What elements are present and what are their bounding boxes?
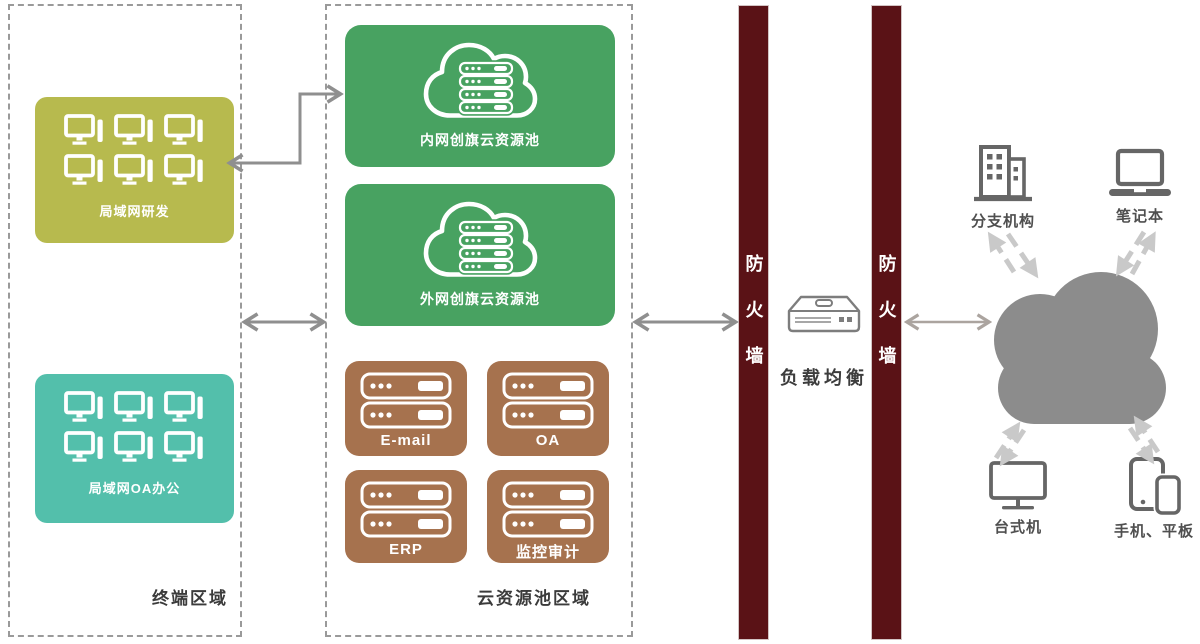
internet-cloud-icon [994, 272, 1166, 424]
lan-oa-office-group: 局域网OA办公 [35, 374, 234, 523]
workstation-icons [63, 391, 205, 464]
workstation-icons [63, 114, 205, 187]
lan-oa-office-label: 局域网OA办公 [88, 481, 181, 496]
lan-research-group: 局域网研发 [35, 97, 234, 243]
firewall-right-label: 防火墙 [876, 253, 897, 392]
server-rack-icon [360, 372, 452, 429]
branch-office-device: 分支机构 [955, 141, 1051, 231]
terminal-zone: 局域网研发 局域网OA办公 终端区域 [8, 4, 242, 637]
branch-office-label: 分支机构 [970, 213, 1035, 230]
building-icon [974, 145, 1032, 202]
firewall-right-bar: 防火墙 [871, 5, 902, 640]
server-rack-icon [360, 481, 452, 538]
external-cloud-pool-label: 外网创旗云资源池 [420, 291, 540, 307]
erp-server-box: ERP [345, 470, 467, 563]
laptop-icon [1109, 148, 1171, 196]
laptop-label: 笔记本 [1115, 208, 1164, 225]
server-rack-icon [502, 372, 594, 429]
oa-server-box: OA [487, 361, 609, 456]
firewall-left-label: 防火墙 [743, 253, 764, 392]
email-server-box: E-mail [345, 361, 467, 456]
lan-research-label: 局域网研发 [99, 204, 170, 219]
phone-tablet-icon [1129, 457, 1183, 515]
internal-cloud-pool-label: 内网创旗云资源池 [420, 132, 540, 148]
cloud-pool-zone-label: 云资源池区域 [477, 589, 591, 608]
erp-server-label: ERP [389, 541, 423, 558]
server-rack-icon [502, 481, 594, 538]
mobile-label: 手机、平板 [1113, 523, 1194, 540]
mobile-devices: 手机、平板 [1106, 457, 1200, 541]
desktop-label: 台式机 [993, 519, 1042, 536]
firewall-left-bar: 防火墙 [738, 5, 769, 640]
connector-research-to-internal-pool [232, 94, 338, 163]
terminal-zone-label: 终端区域 [152, 589, 228, 608]
email-server-label: E-mail [380, 432, 432, 449]
audit-server-box: 监控审计 [487, 470, 609, 563]
audit-server-label: 监控审计 [515, 544, 580, 561]
internal-cloud-pool: 内网创旗云资源池 [345, 25, 615, 167]
laptop-device: 笔记本 [1092, 148, 1188, 226]
external-cloud-pool: 外网创旗云资源池 [345, 184, 615, 326]
desktop-device: 台式机 [970, 461, 1066, 537]
cloud-servers-icon [418, 195, 542, 287]
desktop-icon [989, 461, 1047, 510]
cloud-servers-icon [418, 36, 542, 128]
oa-server-label: OA [535, 432, 561, 449]
load-balancer-label: 负载均衡 [780, 368, 868, 388]
load-balancer-icon [787, 295, 861, 333]
cloud-device-arrows [987, 230, 1161, 467]
